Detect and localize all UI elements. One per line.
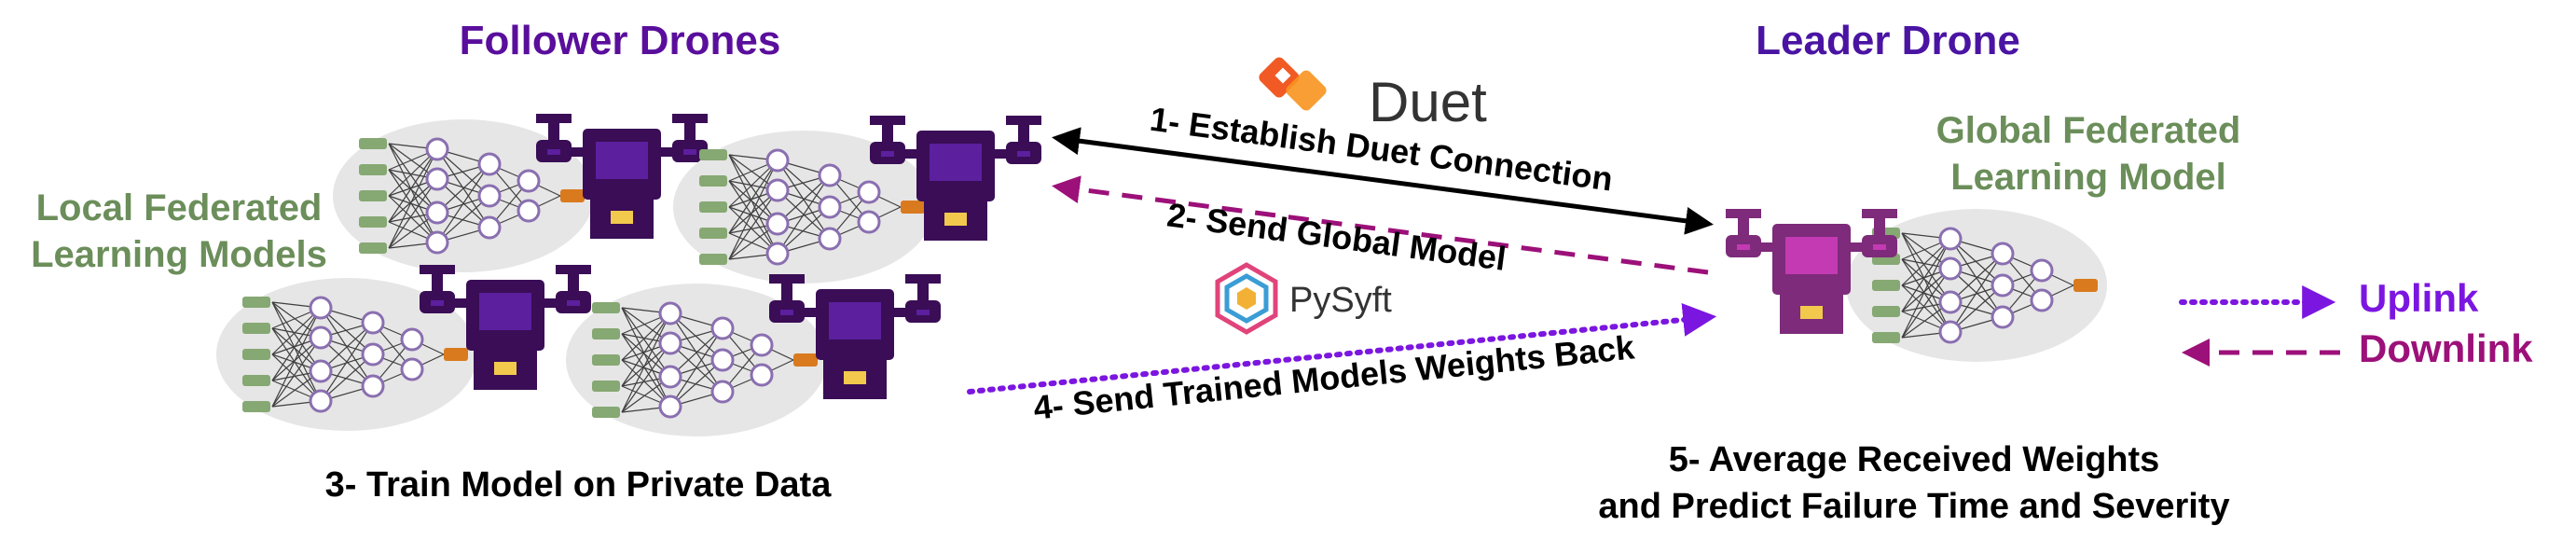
step2-label: 2- Send Global Model [1165,195,1508,277]
duet-connection-arrow [1052,127,1714,235]
local-models-label-line1: Local Federated [36,187,323,228]
global-model-label-line1: Global Federated [1936,110,2241,151]
pysyft-logo-text: PySyft [1289,281,1392,320]
follower-title: Follower Drones [460,18,781,63]
local-models-label-line2: Learning Models [31,234,327,275]
duet-logo-icon [1259,57,1327,111]
duet-logo-text: Duet [1369,71,1487,133]
step5-label-line1: 5- Average Received Weights [1669,440,2160,479]
step3-label: 3- Train Model on Private Data [325,465,833,505]
legend-downlink-label: Downlink [2359,326,2533,370]
step5-label-line2: and Predict Failure Time and Severity [1598,487,2229,526]
pysyft-logo-icon [1215,262,1278,335]
leader-title: Leader Drone [1756,18,2020,63]
global-model-label-line2: Learning Model [1950,157,2226,198]
downlink-global-model-arrow [1052,175,1709,275]
uplink-weights-arrow [967,302,1717,395]
legend-uplink-label: Uplink [2359,276,2479,320]
